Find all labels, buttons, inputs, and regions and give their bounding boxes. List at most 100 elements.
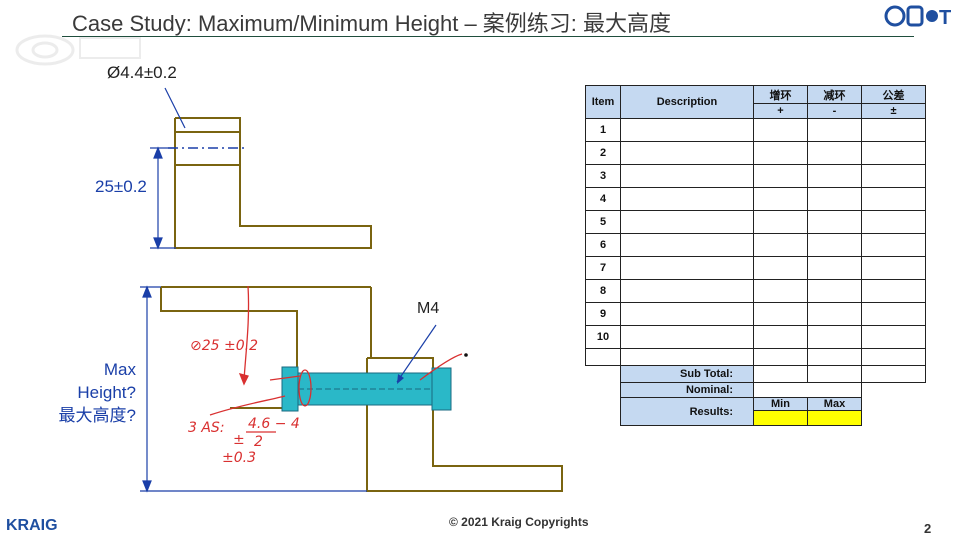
row-increase[interactable] — [753, 256, 808, 280]
table-row: 3 — [585, 164, 926, 188]
handwriting-marks — [209, 285, 463, 433]
row-increase[interactable] — [753, 141, 808, 165]
results-max-label: Max — [807, 397, 862, 411]
results-min-value[interactable] — [753, 410, 808, 426]
table-header-row: Item Description 增环 减环 公差 — [585, 84, 926, 119]
row-decrease[interactable] — [807, 210, 862, 234]
row-tolerance[interactable] — [861, 141, 926, 165]
height-dimension-top — [150, 146, 176, 250]
row-description[interactable] — [620, 187, 754, 211]
row-description[interactable] — [620, 279, 754, 303]
row-item-number: 5 — [585, 210, 621, 234]
kraig-logo: KRAIG — [6, 517, 58, 533]
table-row-blank — [585, 348, 926, 366]
hole-leader — [164, 87, 186, 129]
row-tolerance[interactable] — [861, 118, 926, 142]
row-item-number: 9 — [585, 302, 621, 326]
row-description[interactable] — [620, 256, 754, 280]
results-label: Results: — [620, 397, 754, 426]
gdt-logo: T — [884, 5, 951, 29]
results-max-value[interactable] — [807, 410, 862, 426]
row-increase[interactable] — [753, 164, 808, 188]
table-row: 6 — [585, 233, 926, 257]
row-item-number: 6 — [585, 233, 621, 257]
subtotal-tolerance[interactable] — [861, 365, 926, 383]
nominal-row: Nominal: — [586, 382, 926, 398]
row-description[interactable] — [620, 302, 754, 326]
nominal-label: Nominal: — [620, 382, 754, 398]
subtotal-decrease[interactable] — [807, 365, 862, 383]
row-item-number: 4 — [585, 187, 621, 211]
subtotal-row: Sub Total: — [586, 365, 926, 383]
row-decrease[interactable] — [807, 164, 862, 188]
svg-text:2: 2 — [254, 434, 263, 450]
svg-text:4.6 − 4: 4.6 − 4 — [248, 416, 300, 432]
row-item-number: 10 — [585, 325, 621, 349]
row-increase[interactable] — [753, 302, 808, 326]
row-tolerance[interactable] — [861, 256, 926, 280]
svg-text:T: T — [939, 7, 951, 29]
svg-text:KRAIG: KRAIG — [6, 517, 58, 533]
table-row: 2 — [585, 141, 926, 165]
header-item: Item — [585, 85, 621, 119]
page-number: 2 — [924, 521, 932, 536]
header-description: Description — [620, 85, 754, 119]
row-item-number: 7 — [585, 256, 621, 280]
top-part — [174, 117, 372, 249]
row-increase[interactable] — [753, 187, 808, 211]
row-tolerance[interactable] — [861, 164, 926, 188]
row-item-number: 8 — [585, 279, 621, 303]
sign-tolerance: ± — [861, 103, 926, 119]
row-decrease[interactable] — [807, 256, 862, 280]
row-tolerance[interactable] — [861, 187, 926, 211]
row-decrease[interactable] — [807, 325, 862, 349]
results-header-row: Results: Min Max — [586, 397, 926, 426]
row-tolerance[interactable] — [861, 325, 926, 349]
row-increase[interactable] — [753, 325, 808, 349]
max-height-label: Max Height? 最大高度? — [58, 360, 136, 425]
row-decrease[interactable] — [807, 302, 862, 326]
row-decrease[interactable] — [807, 141, 862, 165]
sign-decrease: - — [807, 103, 862, 119]
row-decrease[interactable] — [807, 233, 862, 257]
upper-plate — [160, 286, 372, 409]
row-tolerance[interactable] — [861, 302, 926, 326]
row-increase[interactable] — [753, 210, 808, 234]
results-values-row — [586, 410, 926, 426]
row-increase[interactable] — [753, 233, 808, 257]
subtotal-label: Sub Total: — [620, 365, 754, 383]
table-row: 8 — [585, 279, 926, 303]
subtotal-increase[interactable] — [753, 365, 808, 383]
header-decrease: 减环 — [807, 84, 862, 105]
row-description[interactable] — [620, 210, 754, 234]
row-increase[interactable] — [753, 118, 808, 142]
row-decrease[interactable] — [807, 279, 862, 303]
results-min-label: Min — [753, 397, 808, 411]
sign-increase: + — [753, 103, 808, 119]
row-decrease[interactable] — [807, 187, 862, 211]
row-tolerance[interactable] — [861, 210, 926, 234]
row-increase[interactable] — [753, 279, 808, 303]
nominal-value[interactable] — [753, 382, 862, 398]
row-tolerance[interactable] — [861, 233, 926, 257]
row-tolerance[interactable] — [861, 279, 926, 303]
row-decrease[interactable] — [807, 118, 862, 142]
row-description[interactable] — [620, 164, 754, 188]
slide-title: Case Study: Maximum/Minimum Height – 案例练… — [72, 11, 672, 36]
table-row: 5 — [585, 210, 926, 234]
m4-leader — [396, 324, 437, 383]
copyright-footer: © 2021 Kraig Copyrights — [449, 515, 589, 529]
row-description[interactable] — [620, 325, 754, 349]
row-description[interactable] — [620, 118, 754, 142]
row-description[interactable] — [620, 233, 754, 257]
row-description[interactable] — [620, 141, 754, 165]
thread-label: M4 — [417, 300, 440, 317]
table-row: 1 — [585, 118, 926, 142]
header-increase: 增环 — [753, 84, 808, 105]
height-dimension-label: 25±0.2 — [95, 177, 147, 196]
bolt — [281, 366, 452, 412]
svg-text:±: ± — [233, 432, 245, 448]
table-row: 10 — [585, 325, 926, 349]
